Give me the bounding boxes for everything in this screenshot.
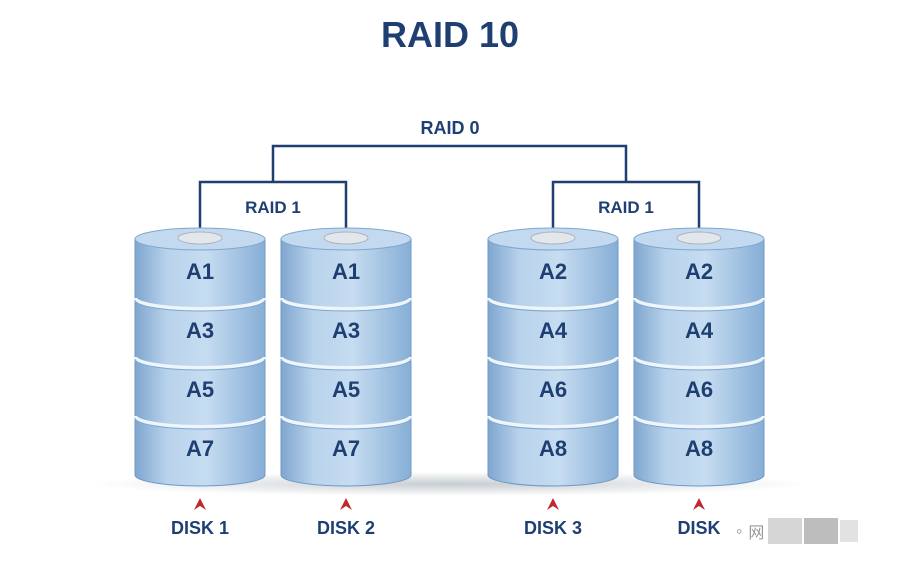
disk-band-edge bbox=[633, 358, 765, 371]
raid0-bracket bbox=[271, 144, 628, 182]
disk-block-label: A7 bbox=[186, 436, 214, 461]
disk-block-label: A7 bbox=[332, 436, 360, 461]
disk-band-separator bbox=[632, 415, 766, 429]
wechat-icon: ◦ bbox=[736, 520, 743, 541]
disk-band-separator bbox=[486, 415, 620, 429]
disk-band-edge bbox=[487, 299, 619, 312]
disk-band-edge bbox=[487, 417, 619, 430]
disk-band-edge bbox=[280, 417, 412, 430]
disk-block-label: A3 bbox=[186, 318, 214, 343]
disk-band-separator bbox=[133, 297, 267, 311]
raid1-bracket-right bbox=[551, 180, 701, 237]
disk-label: DISK 3 bbox=[524, 518, 582, 538]
disk-block-label: A8 bbox=[685, 436, 713, 461]
disk-band-separator bbox=[279, 415, 413, 429]
disk-band-edge bbox=[633, 299, 765, 312]
disk-spindle bbox=[530, 231, 576, 245]
disk-block-label: A2 bbox=[539, 259, 567, 284]
disk-block-label: A4 bbox=[685, 318, 714, 343]
disk-spindle bbox=[177, 231, 223, 245]
disk-label: DISK 1 bbox=[171, 518, 229, 538]
raid1-label-right: RAID 1 bbox=[598, 198, 654, 217]
disk-block-label: A5 bbox=[332, 377, 360, 402]
disk-band-edge bbox=[134, 417, 266, 430]
disk-block-label: A6 bbox=[539, 377, 567, 402]
watermark-blur bbox=[768, 518, 803, 544]
disk-arrow-icon bbox=[340, 498, 352, 510]
disk-spindle bbox=[323, 231, 369, 245]
disk-band-edge bbox=[633, 417, 765, 430]
disk-block-label: A8 bbox=[539, 436, 567, 461]
disk-band-separator bbox=[632, 356, 766, 370]
diagram-title: RAID 10 bbox=[380, 14, 520, 55]
watermark: ◦ 网 bbox=[736, 514, 859, 548]
disk-arrow-icon bbox=[693, 498, 705, 510]
disk-band-edge bbox=[280, 358, 412, 371]
watermark-text: 网 bbox=[748, 525, 765, 542]
disk-band-separator bbox=[133, 356, 267, 370]
disk-label: DISK bbox=[677, 518, 720, 538]
raid1-label-left: RAID 1 bbox=[245, 198, 301, 217]
watermark-blur bbox=[804, 518, 839, 544]
raid0-label: RAID 0 bbox=[420, 118, 479, 138]
disk-block-label: A6 bbox=[685, 377, 713, 402]
disk-block-label: A3 bbox=[332, 318, 360, 343]
disk-band-separator bbox=[279, 356, 413, 370]
disk-arrow-icon bbox=[547, 498, 559, 510]
disk-band-edge bbox=[134, 358, 266, 371]
disk-band-edge bbox=[487, 358, 619, 371]
disk-arrow-icon bbox=[194, 498, 206, 510]
disk-band-edge bbox=[134, 299, 266, 312]
disk-block-label: A1 bbox=[332, 259, 360, 284]
disk-band-edge bbox=[280, 299, 412, 312]
disk-label: DISK 2 bbox=[317, 518, 375, 538]
disk-block-label: A2 bbox=[685, 259, 713, 284]
disk-spindle bbox=[676, 231, 722, 245]
disk-band-separator bbox=[486, 356, 620, 370]
raid1-bracket-left bbox=[198, 180, 348, 237]
disk-band-separator bbox=[133, 415, 267, 429]
disk-block-label: A1 bbox=[186, 259, 214, 284]
disk-block-label: A4 bbox=[539, 318, 568, 343]
watermark-blur bbox=[840, 520, 859, 542]
disk-band-separator bbox=[486, 297, 620, 311]
floor-shadow bbox=[90, 472, 810, 496]
disk-block-label: A5 bbox=[186, 377, 214, 402]
disk-band-separator bbox=[279, 297, 413, 311]
disk-band-separator bbox=[632, 297, 766, 311]
